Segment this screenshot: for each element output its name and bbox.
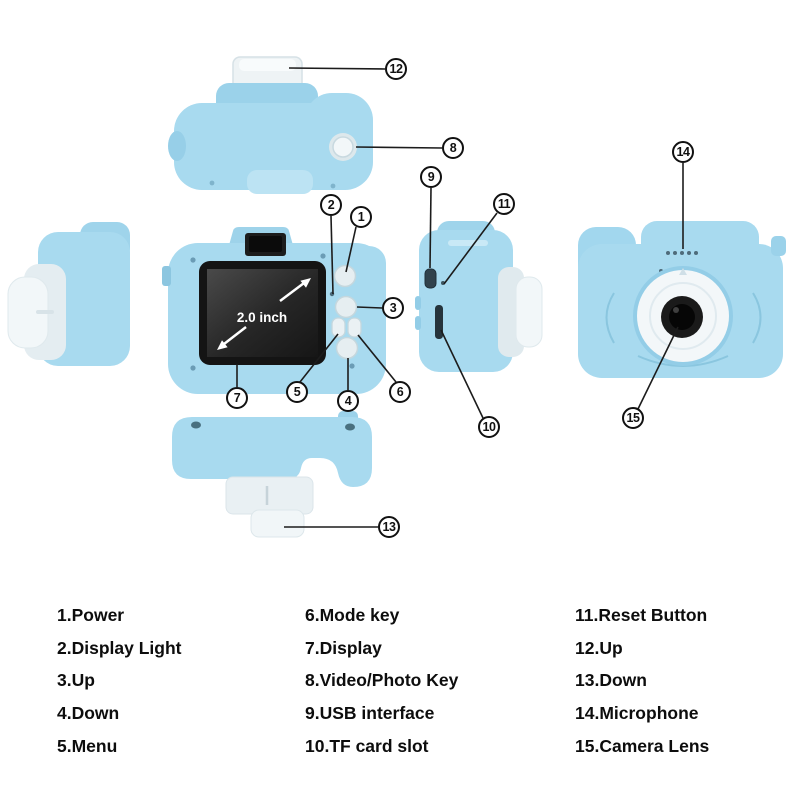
top-up-button-highlight: [239, 59, 296, 71]
leader-lines: [236, 67, 684, 528]
side-edge-bump: [415, 296, 421, 310]
callout-9: 9: [420, 166, 442, 188]
top-screw: [330, 183, 336, 189]
legend-item: 2.Display Light: [57, 637, 182, 658]
camera-top-view: [168, 56, 373, 194]
callout-10: 10: [478, 416, 500, 438]
camera-bottom-view: [172, 411, 372, 538]
back-screw: [349, 363, 355, 369]
bottom-body: [172, 417, 372, 487]
leader-10: [440, 329, 484, 419]
callout-1: 1: [350, 206, 372, 228]
leader-3: [356, 306, 383, 309]
leader-5: [299, 333, 339, 383]
lens-disc-seam: [649, 282, 717, 350]
legend-item: 9.USB interface: [305, 703, 435, 724]
legend-item: 15.Camera Lens: [575, 735, 710, 756]
back-screw: [190, 257, 196, 263]
side-edge-bump: [415, 316, 421, 330]
callout-2: 2: [320, 194, 342, 216]
callout-14: 14: [672, 141, 694, 163]
legend-item: 11.Reset Button: [575, 605, 708, 625]
leader-1: [345, 226, 357, 273]
side-top-slit: [448, 240, 488, 246]
back-screw: [190, 365, 196, 371]
callout-13: 13: [378, 516, 400, 538]
usb-port: [424, 268, 437, 289]
callout-5: 5: [286, 381, 308, 403]
legend-column-3: 11.Reset Button 12.Up 13.Down 14.Microph…: [575, 599, 709, 763]
leader-6: [357, 334, 397, 383]
callout-7: 7: [226, 387, 248, 409]
lens-top-notch: [679, 268, 687, 275]
camera-left-side-view: [7, 222, 130, 366]
display-size-label: 2.0 inch: [237, 310, 287, 325]
legend-item: 4.Down: [57, 703, 120, 724]
leader-8: [355, 146, 443, 149]
legend-column-2: 6.Mode key 7.Display 8.Video/Photo Key 9…: [305, 599, 458, 763]
menu-button: [331, 317, 346, 338]
lens-highlight: [673, 307, 679, 313]
callout-12: 12: [385, 58, 407, 80]
up-button: [347, 317, 362, 338]
callout-3: 3: [382, 297, 404, 319]
bottom-down-key: [250, 509, 305, 538]
leader-2: [330, 215, 334, 295]
callout-6: 6: [389, 381, 411, 403]
front-right-lug: [771, 236, 786, 256]
bottom-white-base: [225, 476, 314, 515]
back-screw: [320, 253, 326, 259]
callout-15: 15: [622, 407, 644, 429]
lens-seam: [36, 310, 54, 314]
legend-item: 12.Up: [575, 637, 623, 658]
power-button: [333, 264, 357, 288]
legend-item: 7.Display: [305, 637, 382, 658]
down-button: [335, 336, 359, 360]
camera-lens-glass: [669, 304, 695, 330]
tf-card-slot: [435, 305, 443, 339]
video-photo-button: [332, 136, 354, 158]
legend-item: 6.Mode key: [305, 605, 400, 625]
side-lens-ring-outer: [515, 276, 543, 348]
leader-11: [443, 212, 498, 285]
mode-button: [334, 295, 358, 319]
legend-item: 10.TF card slot: [305, 735, 429, 756]
top-screw: [209, 180, 215, 186]
camera-right-side-view: [415, 221, 543, 372]
legend-item: 5.Menu: [57, 735, 118, 756]
callout-11: 11: [493, 193, 515, 215]
legend-column-1: 1.Power 2.Display Light 3.Up 4.Down 5.Me…: [57, 599, 181, 763]
leader-15: [637, 326, 679, 410]
camera-back-view: 2.0 inch: [162, 227, 386, 394]
viewfinder-glass: [249, 236, 282, 252]
callout-8: 8: [442, 137, 464, 159]
bottom-screw-hole: [345, 423, 355, 431]
legend-item: 1.Power: [57, 605, 125, 625]
microphone-holes: [666, 251, 698, 255]
camera-front-view: [578, 221, 786, 378]
leader-9: [429, 187, 432, 269]
top-left-nub: [168, 131, 186, 161]
legend-item: 8.Video/Photo Key: [305, 670, 459, 691]
legend-item: 13.Down: [575, 670, 647, 691]
display-size-arrow: [217, 278, 311, 350]
callout-4: 4: [337, 390, 359, 412]
legend-item: 14.Microphone: [575, 703, 699, 724]
leader-12: [288, 67, 386, 70]
bottom-screw-hole: [191, 421, 201, 429]
strap-lug: [162, 266, 171, 286]
legend-item: 3.Up: [57, 670, 95, 691]
top-bottom-tab: [247, 170, 313, 194]
